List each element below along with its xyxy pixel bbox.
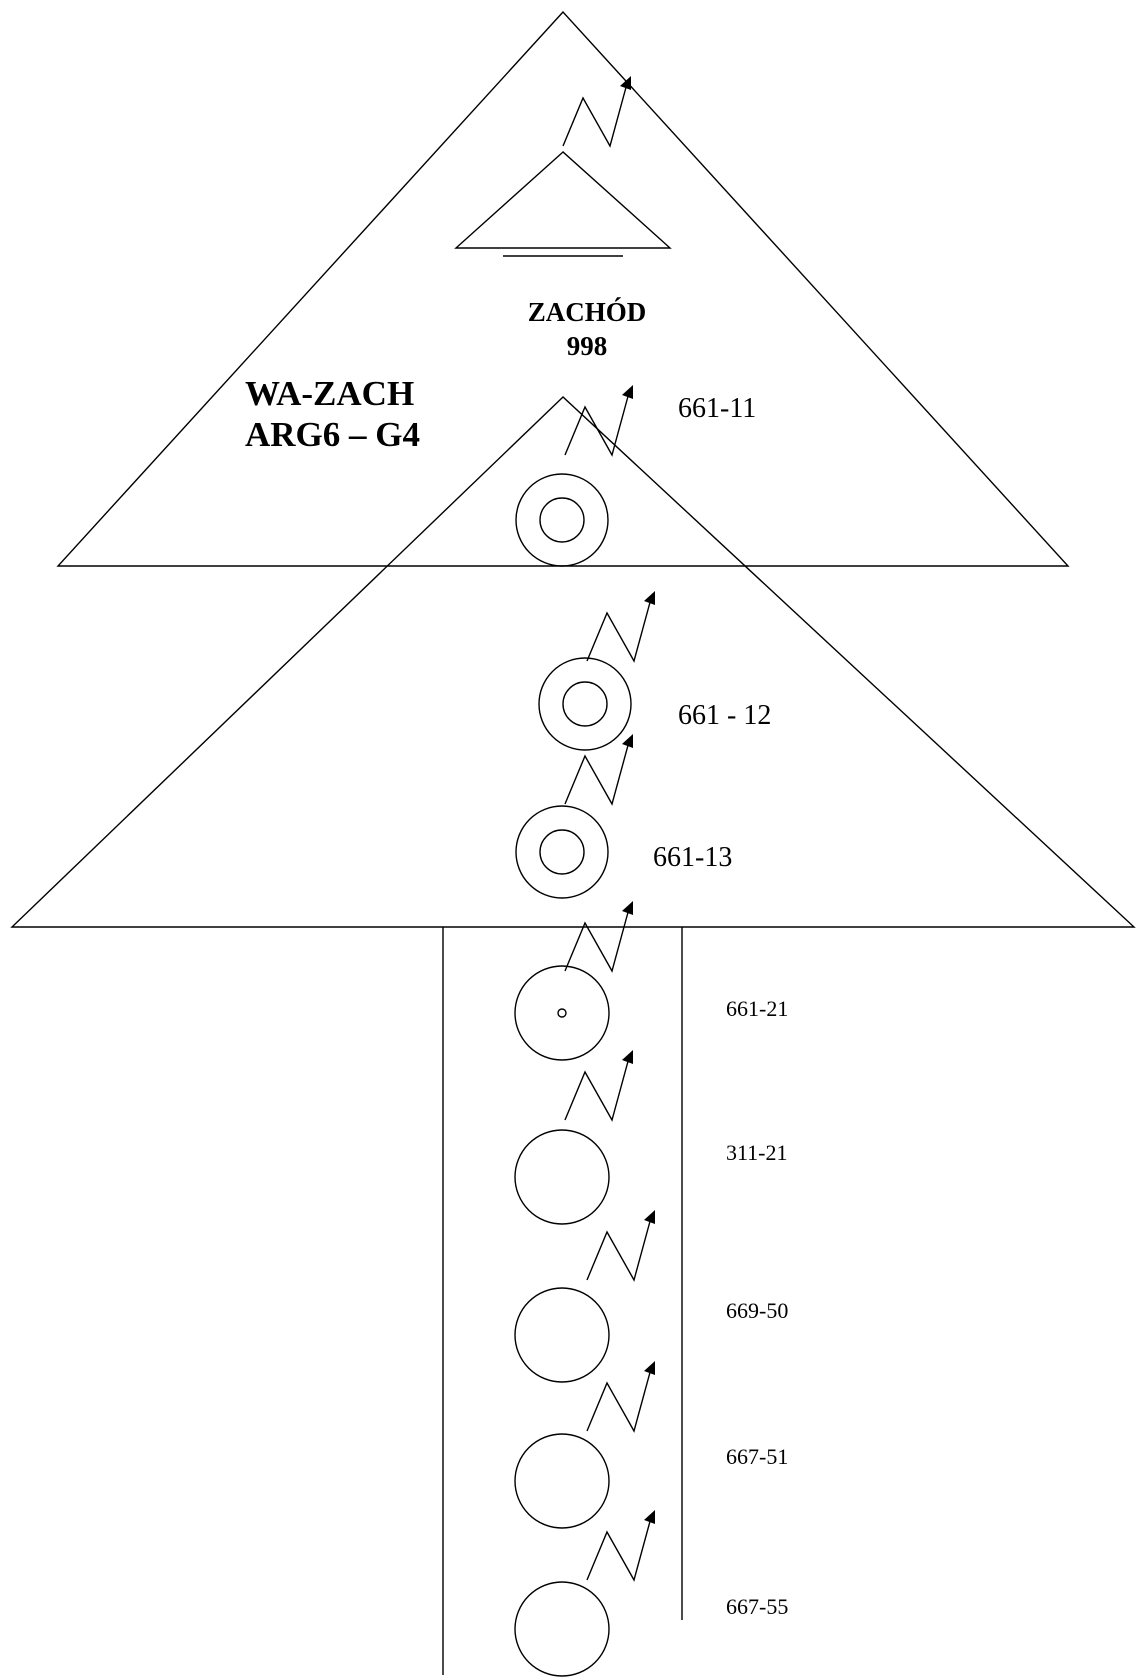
station-symbols (514, 473, 632, 1677)
zone-number: 998 (567, 331, 608, 361)
radio-link-bolt-icon (564, 1053, 631, 1122)
arrowhead-icon (644, 591, 655, 605)
arrowhead-icon (644, 1510, 655, 1524)
station-label: 661 - 12 (678, 700, 771, 731)
station-dot-icon (557, 1008, 567, 1018)
station-label: 661-11 (678, 393, 756, 424)
upper-triangle (56, 10, 1070, 567)
arrowhead-icon (622, 901, 633, 915)
station-label: 667-51 (726, 1444, 788, 1469)
radio-link-bolt-icon (586, 594, 653, 663)
station-inner-circle-icon (562, 681, 608, 727)
arrowhead-icon (644, 1210, 655, 1224)
zone-title: ZACHÓD (528, 297, 647, 327)
group-code: ARG6 – G4 (245, 415, 420, 454)
radio-link-bolt-icon (586, 1213, 653, 1282)
group-name: WA-ZACH (245, 374, 414, 413)
station-inner-circle-icon (539, 497, 585, 543)
arrowhead-icon (622, 385, 633, 399)
radio-link-bolt-icon (564, 388, 631, 457)
station-circle-icon (514, 1287, 610, 1383)
station-circle-icon (514, 1129, 610, 1225)
radio-link-icons (562, 76, 655, 1582)
radio-link-bolt-icon (564, 737, 631, 806)
radio-link-bolt-icon (562, 79, 629, 148)
station-label: 661-13 (653, 842, 732, 873)
arrowhead-icon (620, 76, 631, 90)
station-label: 661-21 (726, 996, 788, 1021)
lower-triangle (10, 396, 1136, 928)
arrowhead-icon (622, 1050, 633, 1064)
station-label: 667-55 (726, 1594, 788, 1619)
station-double-circle-icon (515, 473, 609, 567)
station-label: 669-50 (726, 1298, 788, 1323)
station-double-circle-icon (515, 805, 609, 899)
mast-triangle-icon (454, 151, 672, 249)
station-circle-with-dot-icon (514, 965, 610, 1061)
station-double-circle-icon (538, 657, 632, 751)
radio-link-bolt-icon (586, 1513, 653, 1582)
station-label: 311-21 (726, 1140, 788, 1165)
station-circle-icon (514, 1581, 610, 1677)
station-inner-circle-icon (539, 829, 585, 875)
station-circle-icon (514, 1433, 610, 1529)
radio-link-bolt-icon (586, 1364, 653, 1433)
arrowhead-icon (622, 734, 633, 748)
arrowhead-icon (644, 1361, 655, 1375)
radio-link-bolt-icon (564, 904, 631, 973)
